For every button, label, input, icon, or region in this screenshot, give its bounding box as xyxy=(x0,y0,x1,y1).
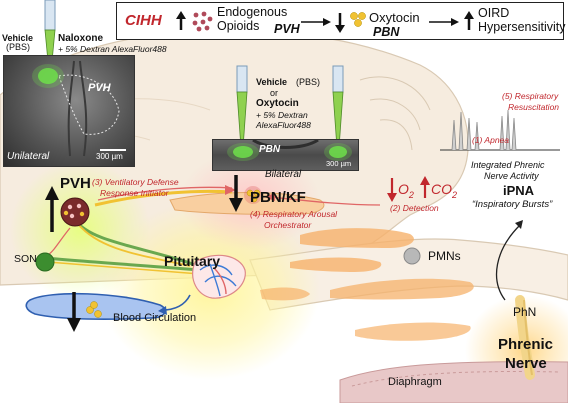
o2-subscript: 2 xyxy=(408,189,414,200)
legend-hypersensitivity: Hypersensitivity xyxy=(478,20,566,34)
pbn-micro-scale: 300 µm xyxy=(326,159,352,168)
legend-opioids-2: Opioids xyxy=(217,19,260,33)
detection-label: (2) Detection xyxy=(390,203,439,213)
pbn-micro-region: PBN xyxy=(259,144,281,155)
son-pituitary-pathway xyxy=(44,256,201,272)
pvh-micro-scale: 300 µm xyxy=(96,152,123,161)
legend-cihh: CIHH xyxy=(125,12,162,29)
pvh-node xyxy=(60,197,90,227)
apnea-label: (1) Apnea xyxy=(472,135,510,145)
pbn-micrograph: PBN 300 µm xyxy=(212,139,359,171)
ipna-label: iPNA xyxy=(503,183,535,198)
pbn-pipette-left xyxy=(236,65,248,149)
diaphragm-label: Diaphragm xyxy=(388,376,442,388)
phrenic-label-1: Phrenic xyxy=(498,336,554,353)
legend-oxytocin: Oxytocin xyxy=(369,10,420,25)
pvh-scale-bar xyxy=(100,149,126,151)
son-label: SON xyxy=(14,253,37,265)
pvh-micro-mode: Unilateral xyxy=(7,151,50,162)
pbn-drug-label: Oxytocin xyxy=(256,98,299,109)
legend-pvh: PVH xyxy=(274,22,300,36)
pbnkf-role-2: Orchestrator xyxy=(264,220,312,230)
pbn-vehicle-label: Vehicle xyxy=(256,77,288,87)
pmn-cell xyxy=(403,247,421,265)
co2-subscript: 2 xyxy=(452,189,458,200)
up-arrow-icon xyxy=(176,11,186,30)
pbnkf-label: PBN/KF xyxy=(250,189,306,206)
ipna-desc-1: Integrated Phrenic xyxy=(471,160,545,170)
pvh-micro-region: PVH xyxy=(88,82,111,94)
pbn-micro-mode: Bilateral xyxy=(265,169,302,180)
legend-oird: OIRD xyxy=(478,6,510,20)
right-arrow-icon-2 xyxy=(429,18,459,26)
pvh-label: PVH xyxy=(60,175,91,192)
phrenic-to-ipna-arrow xyxy=(495,224,521,301)
pvh-pbn-pathway xyxy=(94,189,233,207)
phn-label: PhN xyxy=(513,305,537,319)
right-arrow-icon xyxy=(301,18,331,26)
pbn-or-label: or xyxy=(270,88,279,98)
pvh-vehicle-sub: (PBS) xyxy=(6,42,31,52)
pituitary-label: Pituitary xyxy=(164,253,221,269)
phrenic-label-2: Nerve xyxy=(505,355,547,372)
phrenic-nerve-trunk xyxy=(515,295,535,380)
resusc-label-2: Resuscitation xyxy=(508,102,560,112)
down-arrow-icon xyxy=(335,13,345,33)
up-arrow-icon-2 xyxy=(464,11,474,30)
son-node xyxy=(35,252,55,272)
pbn-vehicle-sub: (PBS) xyxy=(296,77,321,87)
opioid-dots-icon xyxy=(192,11,213,32)
resusc-label-1: (5) Respiratory xyxy=(502,91,559,101)
pvh-role-1: (3) Ventilatory Defense xyxy=(92,177,179,187)
pbnkf-role-1: (4) Respiratory Arousal xyxy=(250,209,338,219)
ipna-trace xyxy=(440,109,560,151)
pvh-micrograph: PVH Unilateral 300 µm xyxy=(3,55,135,167)
pvh-drug-label: Naloxone xyxy=(58,33,104,44)
pbn-tracer-2: AlexaFluor488 xyxy=(256,120,311,130)
ipna-desc-2: Nerve Activity xyxy=(484,171,539,181)
co2-label: CO2 xyxy=(431,181,458,200)
legend-box: CIHH Endogenous Opioids PVH Oxytocin PBN… xyxy=(116,2,566,40)
pvh-vehicle-label: Vehicle xyxy=(2,33,34,43)
pvh-tracer-label: + 5% Dextran AlexaFluor488 xyxy=(58,44,167,54)
o2-label: O2 xyxy=(398,181,414,200)
oxytocin-dots-icon xyxy=(350,12,366,27)
blood-label: Blood Circulation xyxy=(113,312,197,324)
bursts-label: “Inspiratory Bursts” xyxy=(472,199,553,210)
pbn-tracer-1: + 5% Dextran xyxy=(256,110,308,120)
pvh-role-2: Response Initiator xyxy=(100,188,169,198)
legend-pbn: PBN xyxy=(373,25,400,39)
legend-opioids-1: Endogenous xyxy=(217,5,288,19)
pmns-label: PMNs xyxy=(428,249,461,263)
